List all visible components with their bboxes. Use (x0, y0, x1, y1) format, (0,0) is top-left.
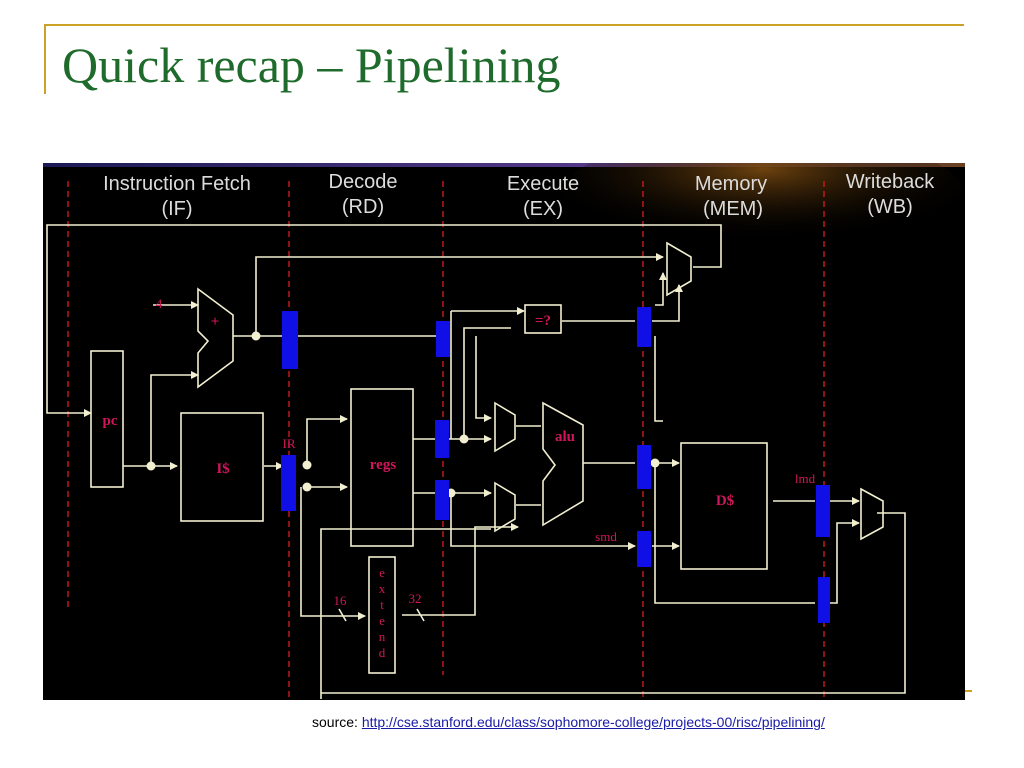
stage-heading-rd: Decode (RD) (329, 171, 398, 218)
extend-label: e x t e n d (379, 565, 386, 660)
pipeline-register-ex-mem-alu (637, 445, 651, 489)
source-attribution: source: http://cse.stanford.edu/class/so… (312, 714, 825, 730)
constant-four-label: 4 (156, 296, 163, 311)
pipeline-register-rd-ex-b (435, 480, 449, 520)
regs-label: regs (370, 457, 397, 473)
pipeline-register-if-rd-npc (282, 311, 298, 369)
alu-input-mux-a (494, 401, 516, 453)
pipeline-register-mem-wb-alu (818, 577, 830, 623)
bus-width-tick (338, 608, 347, 622)
smd-label: smd (595, 529, 617, 544)
zero-compare-unit (524, 304, 562, 334)
stage-mem-name: Memory (695, 173, 767, 195)
extend-letter: e (379, 613, 385, 628)
stage-heading-if: Instruction Fetch (IF) (103, 173, 251, 220)
frame-left-line (44, 24, 46, 94)
pc-label: pc (103, 413, 118, 429)
icache-label: I$ (216, 461, 230, 477)
wire-alu-bypass (654, 463, 815, 604)
wire-alu-to-wbmux (829, 519, 860, 604)
alu-input-mux-b (494, 481, 516, 533)
wire-a-to-compare (463, 327, 511, 439)
junction-dot (302, 460, 312, 470)
wire-pipe-to-mux (655, 272, 667, 306)
register-file (350, 388, 414, 547)
wire-npc-to-mux (255, 253, 664, 336)
pc-select-mux (666, 241, 692, 297)
junction-dot (146, 461, 156, 471)
extend-letter: t (380, 597, 384, 612)
wire-cond-to-mux (652, 284, 683, 322)
width-16-label: 16 (334, 593, 348, 608)
junction-dot (650, 458, 660, 468)
alu (542, 401, 584, 527)
compare-label: =? (535, 313, 551, 329)
writeback-mux (860, 487, 884, 541)
pc-adder (197, 287, 234, 389)
adder-label: + (211, 314, 220, 330)
extend-letter: x (379, 581, 386, 596)
stage-heading-ex: Execute (EX) (507, 173, 579, 220)
stage-rd-name: Decode (329, 171, 398, 193)
stage-ex-name: Execute (507, 173, 579, 195)
wire-b-to-smd (450, 493, 636, 550)
extend-letter: e (379, 565, 385, 580)
wire-mem-to-mux (654, 336, 663, 422)
pc-register (90, 350, 124, 488)
pipeline-register-ex-mem-smd (637, 531, 651, 567)
extend-letter: n (379, 629, 386, 644)
pipeline-register-rd-ex-a (435, 420, 449, 458)
stage-mem-abbr: (MEM) (703, 198, 763, 220)
source-link[interactable]: http://cse.stanford.edu/class/sophomore-… (361, 714, 825, 730)
pipeline-register-mem-wb-lmd (816, 485, 830, 537)
stage-if-abbr: (IF) (161, 198, 192, 220)
pipeline-registers (281, 307, 830, 623)
sign-extend-unit (368, 556, 396, 674)
junction-dot (251, 331, 261, 341)
top-gradient-band (43, 163, 965, 167)
frame-top-line (44, 24, 964, 26)
source-label: source: (312, 714, 358, 730)
pipeline-diagram-svg: Instruction Fetch (IF) Decode (RD) Execu… (43, 163, 965, 700)
pipeline-diagram: Instruction Fetch (IF) Decode (RD) Execu… (43, 163, 965, 700)
stage-heading-mem: Memory (MEM) (695, 173, 767, 220)
data-cache (680, 442, 768, 570)
extend-letter: d (379, 645, 386, 660)
wire-extend-to-mux (402, 523, 519, 616)
alu-label: alu (555, 429, 575, 445)
stage-ex-abbr: (EX) (523, 198, 563, 220)
wire-writeback-to-pc (46, 224, 722, 417)
stage-rd-abbr: (RD) (342, 196, 384, 218)
ir-label: IR (283, 436, 296, 451)
junction-dot (302, 482, 312, 492)
wire-pc-to-adder (150, 371, 199, 466)
datapath-wires (46, 224, 906, 699)
pipeline-register-rd-ex-npc (436, 321, 450, 357)
pipeline-register-ex-mem-cond (637, 307, 651, 347)
width-32-label: 32 (409, 591, 422, 606)
wire-wb-loop (321, 512, 906, 694)
bus-width-tick (416, 608, 425, 622)
backdrop-glow (563, 163, 963, 253)
wire-npc-to-alu-mux (475, 336, 492, 422)
wire-ir-to-regs-a (306, 415, 348, 465)
pipeline-register-if-rd-ir (281, 455, 296, 511)
stage-wb-name: Writeback (846, 171, 936, 193)
slide-title: Quick recap – Pipelining (62, 37, 561, 93)
wire-bottom-return (320, 528, 491, 699)
instruction-cache (180, 412, 264, 522)
stage-if-name: Instruction Fetch (103, 173, 251, 195)
stage-wb-abbr: (WB) (867, 196, 913, 218)
lmd-label: lmd (795, 471, 816, 486)
stage-heading-wb: Writeback (WB) (846, 171, 936, 218)
frame-bottom-accent (960, 690, 972, 692)
junction-dot (459, 434, 469, 444)
dcache-label: D$ (716, 493, 735, 509)
